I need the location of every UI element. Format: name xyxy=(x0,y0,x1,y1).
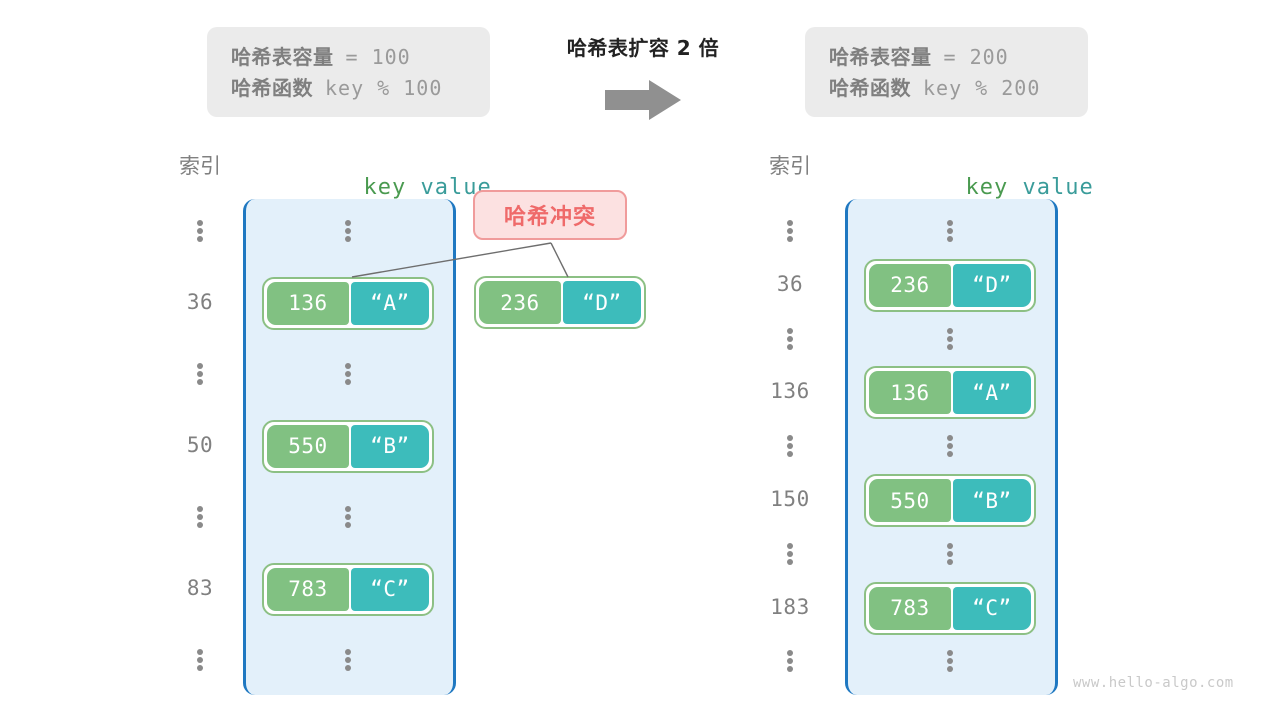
index-label: 36 xyxy=(186,289,214,314)
row-value: “A” xyxy=(350,281,429,325)
row-value: “B” xyxy=(952,479,1031,522)
left-index-header: 索引 xyxy=(179,154,221,178)
row-key: 236 xyxy=(869,263,951,307)
row-key: 783 xyxy=(869,586,951,630)
index-label: 150 xyxy=(770,487,810,511)
left-capacity-value: = 100 xyxy=(345,45,411,69)
row-key: 136 xyxy=(869,371,951,415)
table-row[interactable]: 136“A” xyxy=(262,276,434,330)
right-kv-header: key value xyxy=(880,150,1094,225)
right-arrow-icon xyxy=(605,80,681,120)
bucket-ellipsis-icon xyxy=(947,327,954,350)
bucket-ellipsis-icon xyxy=(947,435,954,458)
index-ellipsis-icon xyxy=(197,220,204,242)
index-ellipsis-icon xyxy=(197,506,204,528)
right-value-header: value xyxy=(1022,175,1094,200)
right-capacity-value: = 200 xyxy=(943,45,1009,69)
bucket-ellipsis-icon xyxy=(345,506,352,528)
table-row[interactable]: 783“C” xyxy=(864,581,1036,635)
index-label: 136 xyxy=(770,379,810,404)
left-hash-value: key % 100 xyxy=(325,76,443,100)
row-value: “D” xyxy=(952,263,1031,307)
right-info-box: 哈希表容量 = 200 哈希函数 key % 200 xyxy=(805,27,1088,117)
row-key: 550 xyxy=(267,424,349,468)
index-label: 36 xyxy=(776,271,804,296)
left-capacity-label: 哈希表容量 xyxy=(231,45,334,69)
table-row[interactable]: 550“B” xyxy=(864,474,1036,527)
index-ellipsis-icon xyxy=(197,363,204,385)
index-ellipsis-icon xyxy=(787,650,794,673)
right-hash-value: key % 200 xyxy=(923,76,1041,100)
row-key: 136 xyxy=(267,281,349,325)
right-hash-label: 哈希函数 xyxy=(829,76,911,100)
left-capacity-line: 哈希表容量 = 100 xyxy=(231,41,466,72)
row-value: “C” xyxy=(350,567,429,611)
bucket-ellipsis-icon xyxy=(947,650,954,673)
index-ellipsis-icon xyxy=(787,220,794,242)
bucket-ellipsis-icon xyxy=(345,363,352,385)
index-ellipsis-icon xyxy=(787,542,794,565)
table-row[interactable]: 136“A” xyxy=(864,366,1036,420)
index-label: 83 xyxy=(186,575,214,600)
row-key: 550 xyxy=(869,479,951,522)
watermark: www.hello-algo.com xyxy=(1073,675,1234,691)
table-row[interactable]: 236“D” xyxy=(864,258,1036,312)
row-value: “C” xyxy=(952,586,1031,630)
index-ellipsis-icon xyxy=(787,327,794,350)
index-ellipsis-icon xyxy=(787,435,794,458)
left-hash-line: 哈希函数 key % 100 xyxy=(231,72,466,103)
right-key-header: key xyxy=(965,175,1009,200)
bucket-ellipsis-icon xyxy=(947,220,954,242)
colliding-entry[interactable]: 236 “D” xyxy=(474,276,646,329)
bucket-ellipsis-icon xyxy=(947,542,954,565)
right-hash-line: 哈希函数 key % 200 xyxy=(829,72,1064,103)
bucket-ellipsis-icon xyxy=(345,220,352,242)
bucket-ellipsis-icon xyxy=(345,649,352,671)
table-row[interactable]: 550“B” xyxy=(262,419,434,473)
row-value: “B” xyxy=(350,424,429,468)
right-capacity-label: 哈希表容量 xyxy=(829,45,932,69)
collision-badge: 哈希冲突 xyxy=(473,190,627,240)
left-key-header: key xyxy=(363,175,407,200)
row-key: 783 xyxy=(267,567,349,611)
index-ellipsis-icon xyxy=(197,649,204,671)
left-hash-label: 哈希函数 xyxy=(231,76,313,100)
colliding-entry-value: “D” xyxy=(562,281,641,324)
left-info-box: 哈希表容量 = 100 哈希函数 key % 100 xyxy=(207,27,490,117)
expand-title: 哈希表扩容 2 倍 xyxy=(566,36,720,60)
index-label: 50 xyxy=(186,432,214,457)
index-label: 183 xyxy=(770,594,810,619)
right-index-header: 索引 xyxy=(769,154,811,178)
right-capacity-line: 哈希表容量 = 200 xyxy=(829,41,1064,72)
colliding-entry-key: 236 xyxy=(479,281,561,324)
table-row[interactable]: 783“C” xyxy=(262,562,434,616)
row-value: “A” xyxy=(952,371,1031,415)
